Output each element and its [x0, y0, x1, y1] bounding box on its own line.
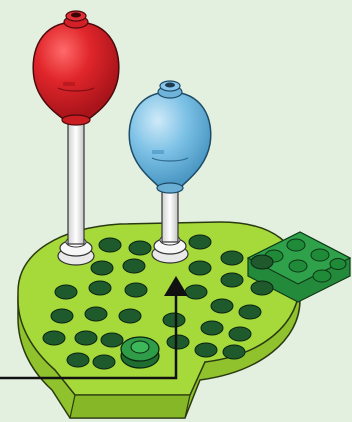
- green-tile-icon: [121, 337, 159, 368]
